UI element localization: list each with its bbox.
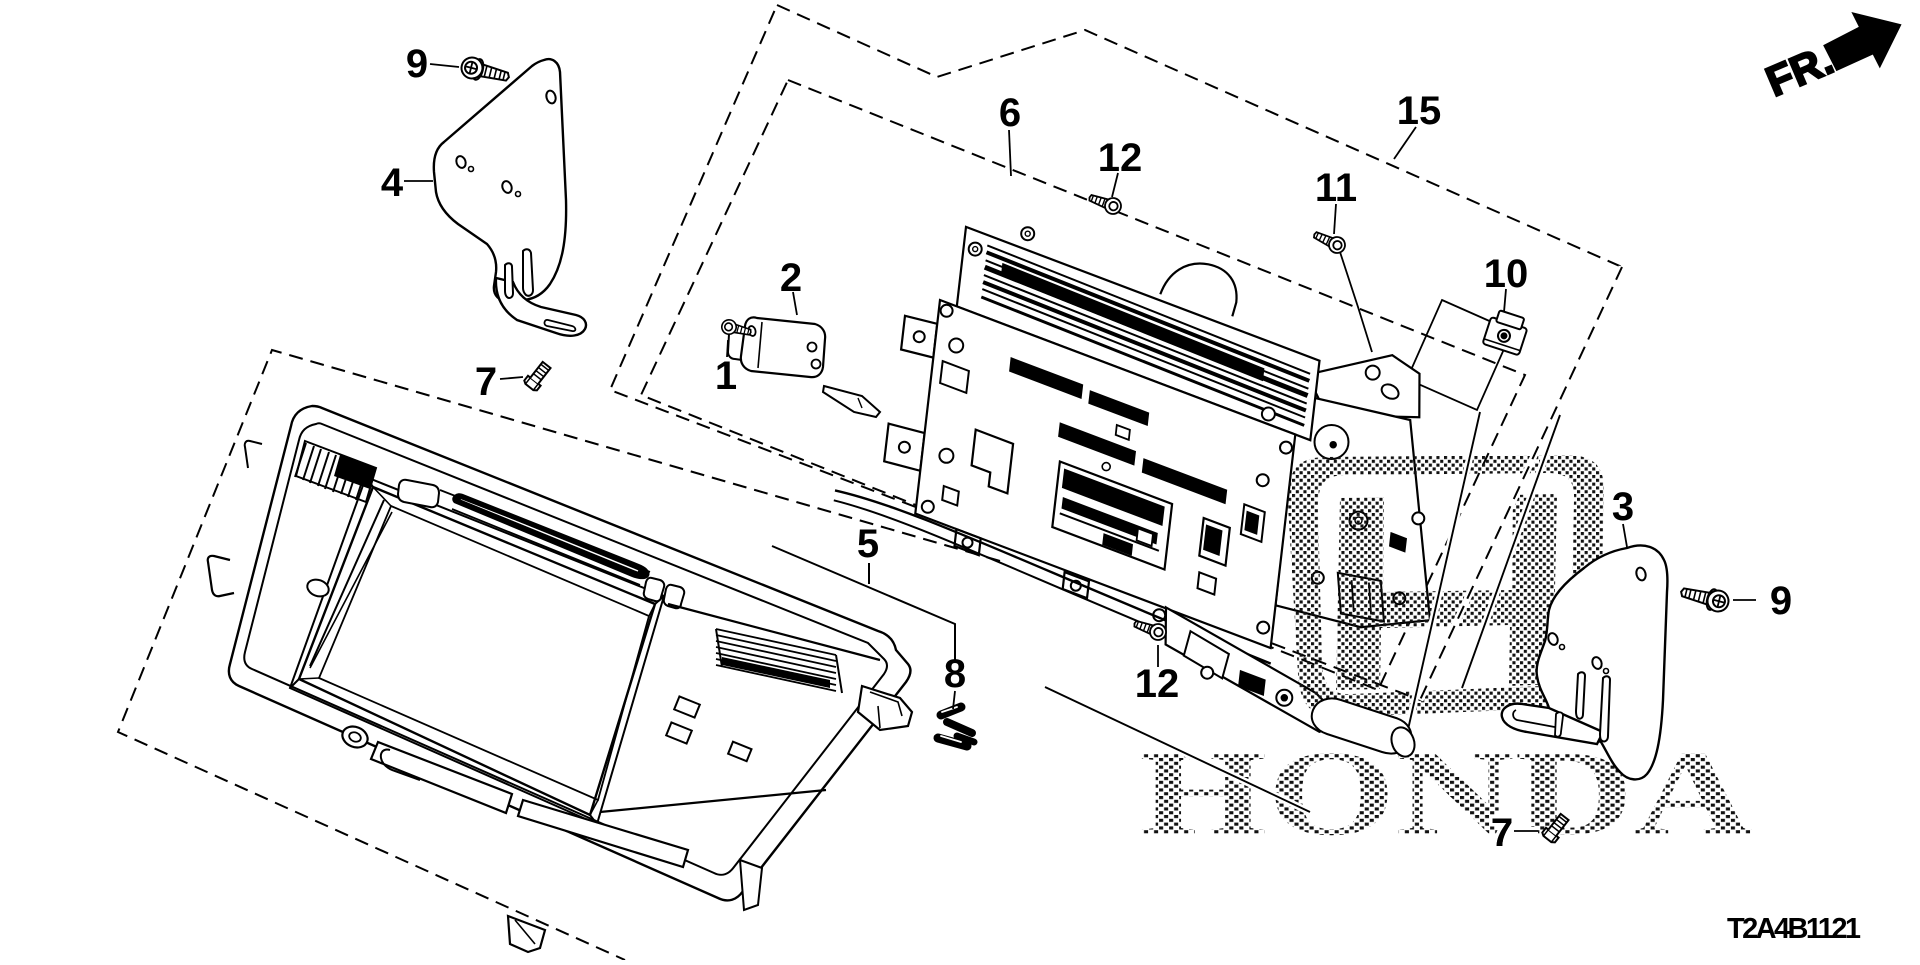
svg-text:8: 8: [944, 652, 966, 696]
svg-text:4: 4: [381, 161, 404, 205]
svg-text:3: 3: [1612, 485, 1634, 529]
svg-text:12: 12: [1098, 136, 1143, 180]
svg-text:T2A4B1121: T2A4B1121: [1727, 913, 1861, 945]
svg-text:7: 7: [475, 360, 497, 404]
svg-text:1: 1: [715, 354, 737, 398]
svg-text:HONDA: HONDA: [1139, 726, 1753, 861]
svg-text:7: 7: [1491, 811, 1513, 855]
svg-text:7: 7: [1491, 811, 1513, 855]
svg-text:2: 2: [780, 256, 802, 300]
svg-text:10: 10: [1484, 252, 1529, 296]
svg-text:11: 11: [1315, 166, 1357, 210]
svg-text:5: 5: [857, 522, 879, 566]
svg-text:15: 15: [1397, 89, 1442, 133]
svg-text:9: 9: [1770, 579, 1792, 623]
svg-text:9: 9: [406, 42, 428, 86]
svg-text:6: 6: [999, 91, 1021, 135]
svg-text:12: 12: [1135, 662, 1180, 706]
